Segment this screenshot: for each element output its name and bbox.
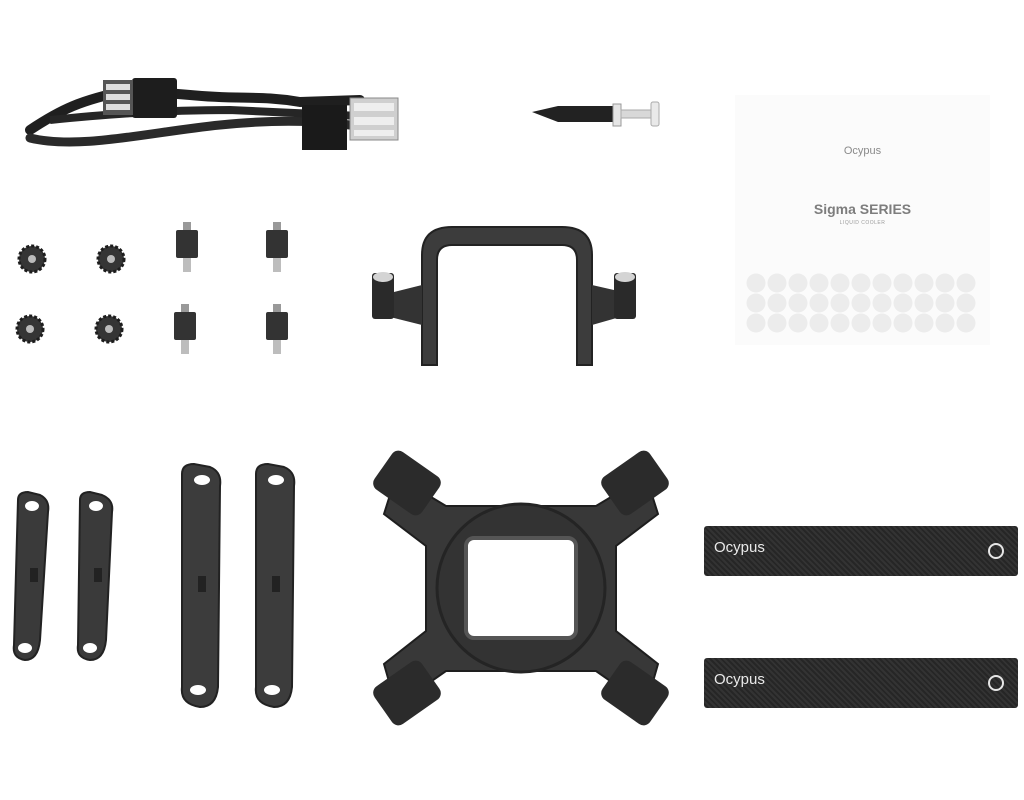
sticker-dot xyxy=(746,313,766,333)
sticker-dot xyxy=(767,273,787,293)
sticker-dot xyxy=(830,293,850,313)
sticker-dot xyxy=(767,293,787,313)
sticker-dot xyxy=(851,273,871,293)
sticker-dot xyxy=(809,273,829,293)
standoff-screw-icon xyxy=(172,304,198,356)
sticker-dot xyxy=(872,313,892,333)
velcro-strap-icon: Ocypus xyxy=(704,526,1018,576)
sticker-dot xyxy=(746,273,766,293)
standoff-screw-icon xyxy=(264,222,290,274)
sticker-dot xyxy=(872,273,892,293)
sticker-dot xyxy=(956,313,976,333)
sticker-dot xyxy=(746,293,766,313)
standoff-screw-icon xyxy=(174,222,200,274)
strap-brand: Ocypus xyxy=(714,671,765,688)
sticker-dot xyxy=(809,313,829,333)
manual-brand: Ocypus xyxy=(843,145,882,157)
sticker-dot-sheet xyxy=(746,273,976,333)
thermal-paste-syringe-icon xyxy=(528,96,668,136)
sticker-dot xyxy=(914,293,934,313)
amd-mounting-bar-icon xyxy=(10,490,55,670)
sticker-dot xyxy=(788,273,808,293)
thumb-nut-icon xyxy=(14,313,46,345)
manual-subtitle: LIQUID COOLER xyxy=(839,220,886,226)
sticker-dot xyxy=(851,313,871,333)
manual-title: Sigma SERIES xyxy=(813,201,912,217)
intel-mounting-bar-icon xyxy=(250,462,300,712)
sticker-dot xyxy=(788,293,808,313)
amd-mounting-bar-icon xyxy=(72,490,117,670)
sticker-dot xyxy=(830,273,850,293)
fan-cable-icon xyxy=(20,70,405,170)
sticker-dot xyxy=(788,313,808,333)
thumb-nut-icon xyxy=(95,243,127,275)
sticker-dot xyxy=(956,293,976,313)
intel-retention-bracket-icon xyxy=(362,225,642,370)
backplate-icon xyxy=(373,450,669,726)
sticker-dot xyxy=(893,313,913,333)
strap-ring-icon xyxy=(988,675,1004,691)
manual-booklet: Ocypus Sigma SERIES LIQUID COOLER xyxy=(735,95,990,345)
velcro-strap-icon: Ocypus xyxy=(704,658,1018,708)
sticker-dot xyxy=(893,273,913,293)
sticker-dot xyxy=(809,293,829,313)
sticker-dot xyxy=(872,293,892,313)
sticker-dot xyxy=(914,273,934,293)
sticker-dot xyxy=(851,293,871,313)
sticker-dot xyxy=(914,313,934,333)
sticker-dot xyxy=(935,313,955,333)
sticker-dot xyxy=(830,313,850,333)
sticker-dot xyxy=(956,273,976,293)
sticker-dot xyxy=(935,273,955,293)
thumb-nut-icon xyxy=(16,243,48,275)
strap-brand: Ocypus xyxy=(714,539,765,556)
sticker-dot xyxy=(767,313,787,333)
standoff-screw-icon xyxy=(264,304,290,356)
thumb-nut-icon xyxy=(93,313,125,345)
sticker-dot xyxy=(935,293,955,313)
sticker-dot xyxy=(893,293,913,313)
strap-ring-icon xyxy=(988,543,1004,559)
intel-mounting-bar-icon xyxy=(176,462,226,712)
